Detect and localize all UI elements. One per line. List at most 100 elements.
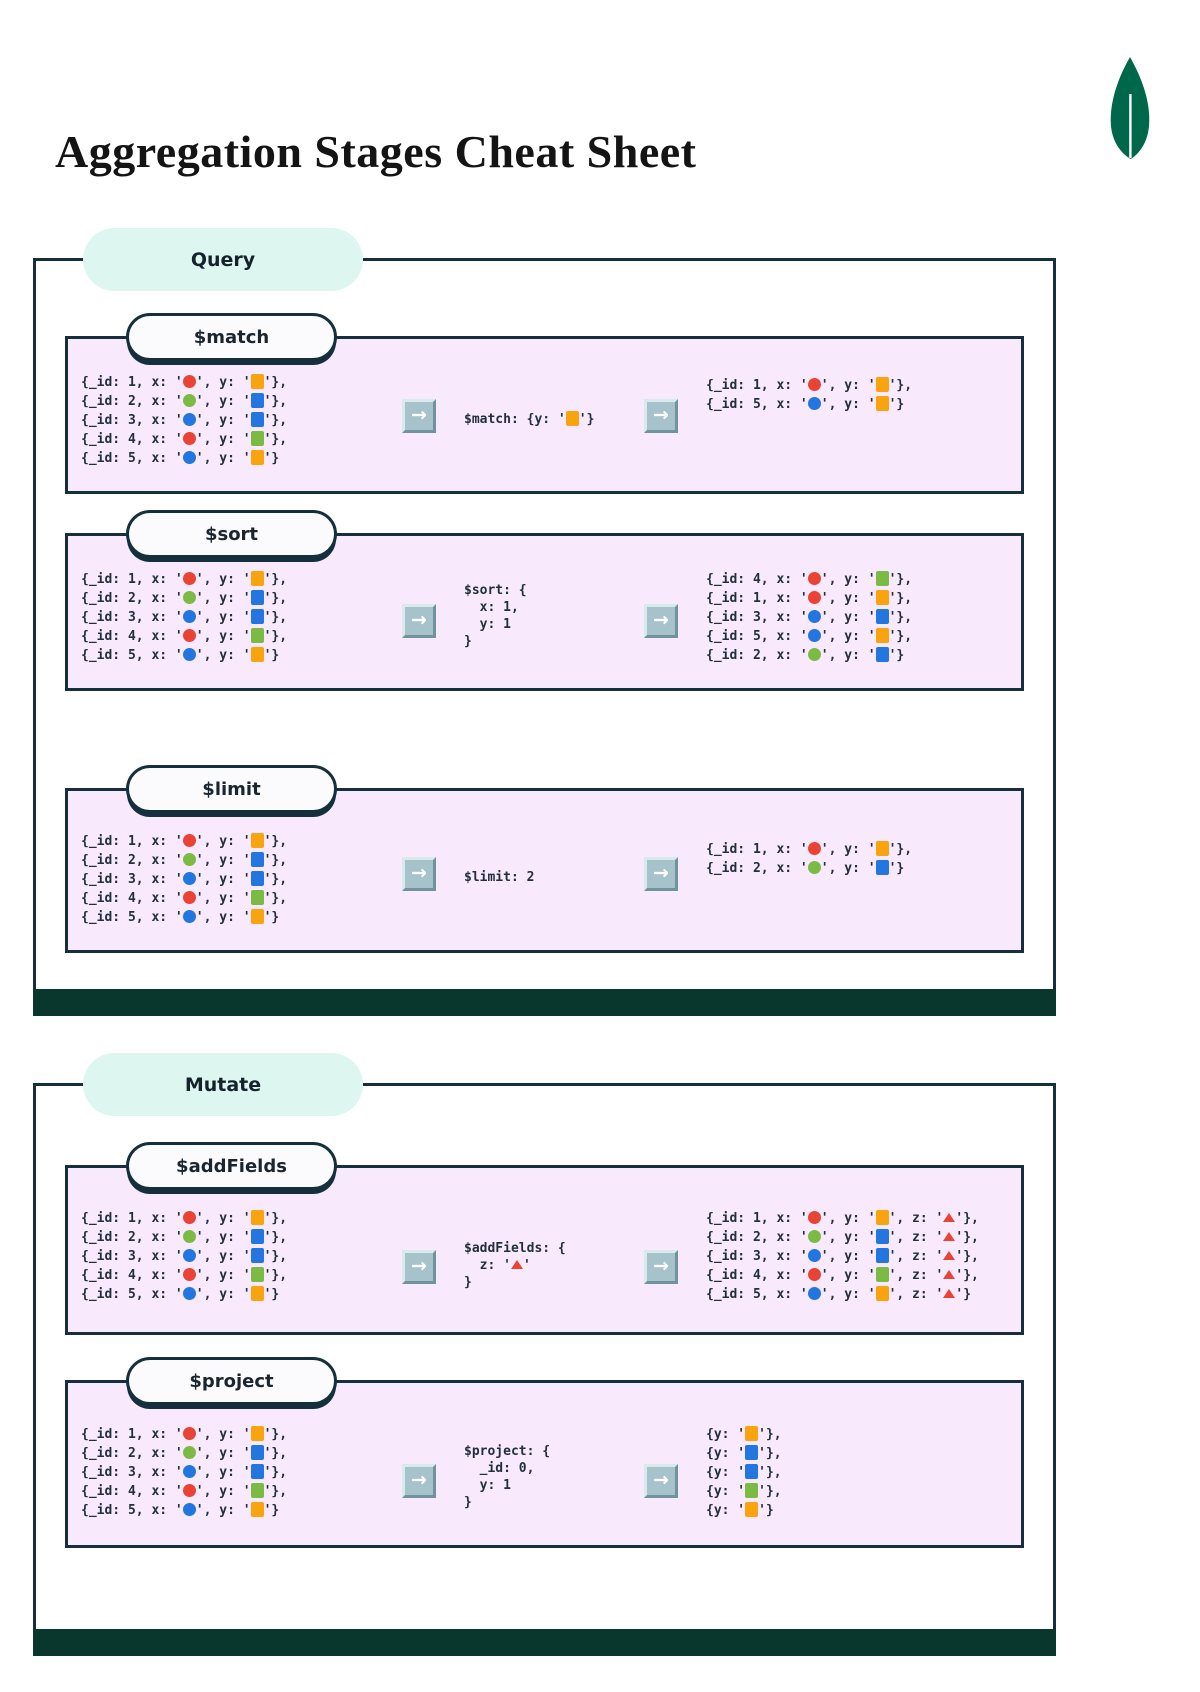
document-line: {_id: 5, x: '', y: ''} xyxy=(81,1286,280,1302)
addfields-operation-code: $addFields: { z: ''} xyxy=(464,1240,566,1291)
triangle-icon xyxy=(943,1232,956,1241)
square-icon xyxy=(250,852,264,867)
code-line: y: 1 xyxy=(464,1478,511,1493)
mutate-section-pill: Mutate xyxy=(83,1053,363,1116)
code-line: $match: {y: ''} xyxy=(464,411,595,427)
square-icon xyxy=(250,571,264,586)
document-line: {y: ''}, xyxy=(706,1464,782,1480)
code-line: } xyxy=(464,1495,472,1510)
document-line: {_id: 3, x: '', y: ''}, xyxy=(81,1248,288,1264)
arrow-glyph: → xyxy=(411,1468,427,1491)
circle-icon xyxy=(182,1268,196,1281)
circle-icon xyxy=(182,1249,196,1262)
addfields-input-documents: {_id: 1, x: '', y: ''},{_id: 2, x: '', y… xyxy=(81,1209,287,1304)
circle-icon xyxy=(182,872,196,885)
document-line: {y: ''}, xyxy=(706,1445,782,1461)
square-icon xyxy=(250,1248,264,1263)
mutate-section-footer-bar xyxy=(33,1629,1056,1656)
circle-icon xyxy=(182,891,196,904)
mutate-section-box: Mutate $addFields {_id: 1, x: '', y: ''}… xyxy=(33,1053,1056,1656)
match-operation-code: $match: {y: ''} xyxy=(464,411,594,428)
circle-icon xyxy=(182,1465,196,1478)
document-line: {_id: 5, x: '', y: ''} xyxy=(81,647,280,663)
square-icon xyxy=(250,609,264,624)
arrow-right-icon: → xyxy=(402,399,436,433)
triangle-icon xyxy=(943,1270,956,1279)
circle-icon xyxy=(182,572,196,585)
document-line: {_id: 1, x: '', y: ''}, xyxy=(81,833,288,849)
circle-icon xyxy=(807,591,821,604)
square-icon xyxy=(250,450,264,465)
arrow-right-icon: → xyxy=(644,399,678,433)
document-line: {_id: 5, x: '', y: ''} xyxy=(81,1502,280,1518)
stage-limit-pill: $limit xyxy=(126,765,337,813)
circle-icon xyxy=(182,1446,196,1459)
document-line: {_id: 4, x: '', y: ''}, xyxy=(81,628,288,644)
code-line: x: 1, xyxy=(464,600,519,615)
arrow-glyph: → xyxy=(653,1254,669,1277)
square-icon xyxy=(875,860,889,875)
project-input-documents: {_id: 1, x: '', y: ''},{_id: 2, x: '', y… xyxy=(81,1425,287,1520)
match-output-documents: {_id: 1, x: '', y: ''}, {_id: 5, x: '', y… xyxy=(706,376,912,414)
document-line: {_id: 3, x: '', y: ''}, xyxy=(81,871,288,887)
limit-operation-code: $limit: 2 xyxy=(464,869,534,886)
circle-icon xyxy=(807,1287,821,1300)
circle-icon xyxy=(807,648,821,661)
square-icon xyxy=(250,590,264,605)
circle-icon xyxy=(182,394,196,407)
stage-limit-panel: $limit {_id: 1, x: '', y: ''}, {_id: 2, x… xyxy=(65,765,1024,953)
circle-icon xyxy=(182,413,196,426)
document-line: {_id: 2, x: '', y: ''}, xyxy=(81,393,288,409)
document-line: {_id: 2, x: '', y: ''}, xyxy=(81,590,288,606)
arrow-glyph: → xyxy=(653,1468,669,1491)
document-line: {_id: 5, x: '', y: ''} xyxy=(706,396,905,412)
arrow-right-icon: → xyxy=(644,1250,678,1284)
square-icon xyxy=(250,628,264,643)
stage-match-pill: $match xyxy=(126,313,337,361)
document-line: {_id: 1, x: '', y: ''}, xyxy=(706,377,913,393)
code-line: $project: { xyxy=(464,1444,551,1459)
document-line: {_id: 3, x: '', y: ''}, xyxy=(81,609,288,625)
document-line: {_id: 5, x: '', y: ''} xyxy=(81,450,280,466)
document-line: {_id: 3, x: '', y: ''}, xyxy=(706,609,913,625)
arrow-right-icon: → xyxy=(402,1464,436,1498)
arrow-glyph: → xyxy=(411,1254,427,1277)
document-line: {_id: 2, x: '', y: ''}, xyxy=(81,1445,288,1461)
circle-icon xyxy=(182,1503,196,1516)
arrow-glyph: → xyxy=(411,403,427,426)
mongodb-leaf-icon xyxy=(1103,56,1157,160)
square-icon xyxy=(875,1267,889,1282)
document-line: {_id: 2, x: '', y: ''} xyxy=(706,860,905,876)
stage-project-label: $project xyxy=(189,1370,274,1392)
stage-project-pill: $project xyxy=(126,1357,337,1405)
document-line: {_id: 5, x: '', y: ''}, xyxy=(706,628,913,644)
code-line: z: '' xyxy=(464,1258,531,1273)
circle-icon xyxy=(182,1230,196,1243)
stage-addfields-label: $addFields xyxy=(176,1155,287,1177)
document-line: {_id: 2, x: '', y: ''}, xyxy=(81,852,288,868)
circle-icon xyxy=(807,861,821,874)
stage-sort-label: $sort xyxy=(204,523,259,545)
arrow-glyph: → xyxy=(653,403,669,426)
query-section-pill: Query xyxy=(83,228,363,291)
square-icon xyxy=(745,1426,759,1441)
document-line: {_id: 1, x: '', y: ''}, xyxy=(706,590,913,606)
document-line: {_id: 3, x: '', y: ''}, xyxy=(81,412,288,428)
document-line: {_id: 3, x: '', y: '', z: ''}, xyxy=(706,1248,979,1264)
square-icon xyxy=(875,571,889,586)
square-icon xyxy=(565,411,579,426)
circle-icon xyxy=(182,451,196,464)
stage-sort-panel: $sort {_id: 1, x: '', y: ''}, {_id: 2, x:… xyxy=(65,510,1024,691)
stage-match-panel: $match {_id: 1, x: '', y: ''}, {_id: 2, x… xyxy=(65,313,1024,494)
stage-addfields-panel: $addFields {_id: 1, x: '', y: ''},{_id: … xyxy=(65,1142,1024,1335)
square-icon xyxy=(875,609,889,624)
square-icon xyxy=(250,871,264,886)
stage-project-panel: $project {_id: 1, x: '', y: ''},{_id: 2,… xyxy=(65,1357,1024,1548)
page-title: Aggregation Stages Cheat Sheet xyxy=(55,125,697,177)
circle-icon xyxy=(182,1427,196,1440)
square-icon xyxy=(875,647,889,662)
arrow-right-icon: → xyxy=(644,857,678,891)
addfields-output-documents: {_id: 1, x: '', y: '', z: ''},{_id: 2, x… xyxy=(706,1209,979,1304)
arrow-glyph: → xyxy=(411,608,427,631)
document-line: {_id: 1, x: '', y: ''}, xyxy=(81,571,288,587)
